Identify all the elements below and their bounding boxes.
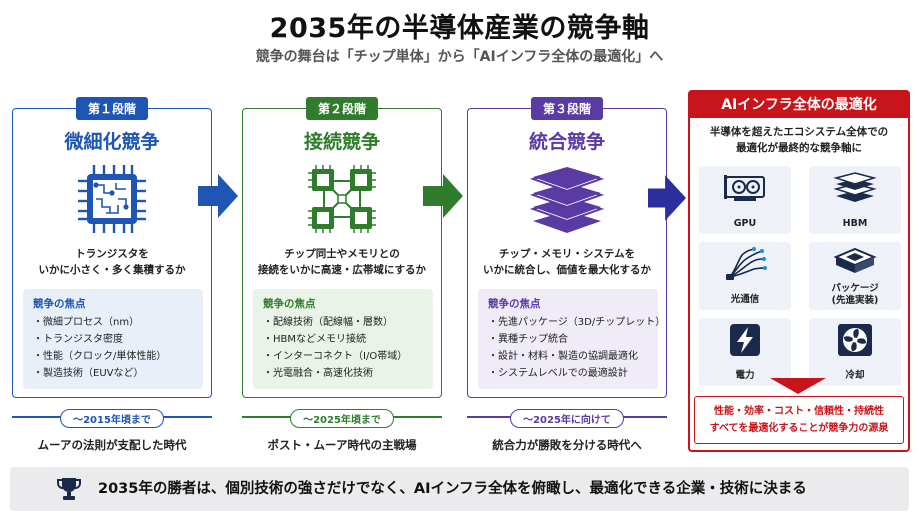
- focus-box: 競争の焦点 配線技術（配線幅・層数） HBMなどメモリ接続 インターコネクト（I…: [253, 289, 433, 389]
- era-description: ポスト・ムーア時代の主戦場: [267, 438, 417, 452]
- focus-item: トランジスタ密度: [33, 331, 193, 348]
- hbm-icon: [833, 172, 877, 202]
- era-description: ムーアの法則が支配した時代: [37, 438, 187, 452]
- banner-text: 2035年の勝者は、個別技術の強さだけでなく、AIインフラ全体を俯瞰し、最適化で…: [98, 481, 807, 497]
- optical-fiber-icon: [726, 247, 767, 280]
- connected-chips-icon: [308, 165, 376, 233]
- focus-item: システムレベルでの最適設計: [488, 365, 648, 382]
- arrow-right-icon: [423, 174, 463, 218]
- stage-badge: 第３段階: [530, 97, 604, 120]
- page-subtitle: 競争の舞台は「チップ単体」から「AIインフラ全体の最適化」へ: [255, 49, 664, 65]
- cooling-fan-icon: [838, 324, 872, 356]
- era-marker: 〜2025年頃まで: [242, 408, 442, 428]
- tile-optical: 光通信: [699, 242, 791, 310]
- focus-item: 光電融合・高速化技術: [263, 365, 423, 382]
- focus-box: 競争の焦点 微細プロセス（nm） トランジスタ密度 性能（クロック/単体性能） …: [23, 289, 203, 389]
- tile-package: パッケージ (先進実装): [809, 242, 901, 310]
- stage-card-2: 第２段階 接続競争 チップ同士やメモリとの: [242, 97, 442, 398]
- focus-item: 配線技術（配線幅・層数）: [263, 314, 423, 331]
- stage-name: 統合競争: [528, 131, 605, 153]
- stage-description: トランジスタを いかに小さく・多く集積するか: [38, 248, 186, 276]
- final-description: 半導体を超えたエコシステム全体での 最適化が最終的な競争軸に: [709, 126, 889, 154]
- stage-card-1: 第１段階 微細化競争 トランジスタを いかに小さく・多く集積するか 競争の焦点 …: [12, 97, 212, 398]
- focus-item: 性能（クロック/単体性能）: [33, 348, 193, 365]
- stage-badge: 第１段階: [75, 97, 149, 120]
- stage-name: 微細化競争: [64, 131, 160, 153]
- era-label: 〜2015年頃まで: [60, 409, 164, 428]
- era-marker: 〜2015年頃まで: [12, 408, 212, 428]
- tile-power: 電力: [699, 318, 791, 386]
- focus-item: 設計・材料・製造の協調最適化: [488, 348, 648, 365]
- tile-gpu: GPU: [699, 166, 791, 234]
- stage-description: チップ同士やメモリとの 接続をいかに高速・広帯域にするか: [257, 248, 427, 276]
- focus-title: 競争の焦点: [33, 298, 86, 310]
- page-title: 2035年の半導体産業の競争軸: [269, 13, 650, 44]
- arrow-right-icon: [648, 175, 686, 221]
- focus-title: 競争の焦点: [263, 298, 316, 310]
- stage-badge: 第２段階: [305, 97, 379, 120]
- trophy-icon: [57, 478, 81, 500]
- power-icon: [730, 324, 760, 356]
- focus-item: インターコネクト（I/O帯域）: [263, 348, 423, 365]
- package-icon: [833, 247, 877, 273]
- tile-hbm: HBM: [809, 166, 901, 234]
- tile-cooling: 冷却: [809, 318, 901, 386]
- focus-item: 微細プロセス（nm）: [33, 314, 193, 331]
- stage-card-3: 第３段階 統合競争 チップ・メモリ・システムを いかに統合し、価値を最大化するか…: [467, 97, 667, 398]
- focus-item: 製造技術（EUVなど）: [33, 365, 193, 382]
- focus-item: HBMなどメモリ接続: [263, 331, 423, 348]
- era-label: 〜2025年頃まで: [290, 409, 394, 428]
- gpu-icon: [724, 175, 765, 201]
- focus-box: 競争の焦点 先進パッケージ（3D/チップレット） 異種チップ統合 設計・材料・製…: [478, 289, 665, 389]
- focus-title: 競争の焦点: [488, 298, 541, 310]
- focus-item: 先進パッケージ（3D/チップレット）: [488, 314, 665, 331]
- chip-icon: [78, 165, 146, 233]
- final-header: AIインフラ全体の最適化: [690, 92, 908, 118]
- focus-item: 異種チップ統合: [488, 331, 648, 348]
- bottom-banner: 2035年の勝者は、個別技術の強さだけでなく、AIインフラ全体を俯瞰し、最適化で…: [10, 467, 909, 511]
- arrow-right-icon: [198, 174, 238, 218]
- stage-name: 接続競争: [303, 131, 380, 153]
- era-description: 統合力が勝敗を分ける時代へ: [492, 438, 642, 452]
- final-conclusion: 性能・効率・コスト・信頼性・持続性 すべてを最適化することが競争力の源泉: [694, 396, 904, 444]
- era-marker: 〜2025年に向けて: [467, 408, 667, 428]
- stage-description: チップ・メモリ・システムを いかに統合し、価値を最大化するか: [483, 248, 651, 276]
- down-arrow-icon: [770, 378, 826, 394]
- final-panel: AIインフラ全体の最適化 半導体を超えたエコシステム全体での 最適化が最終的な競…: [688, 90, 910, 452]
- stacked-layers-icon: [529, 167, 605, 233]
- era-label: 〜2025年に向けて: [510, 409, 624, 428]
